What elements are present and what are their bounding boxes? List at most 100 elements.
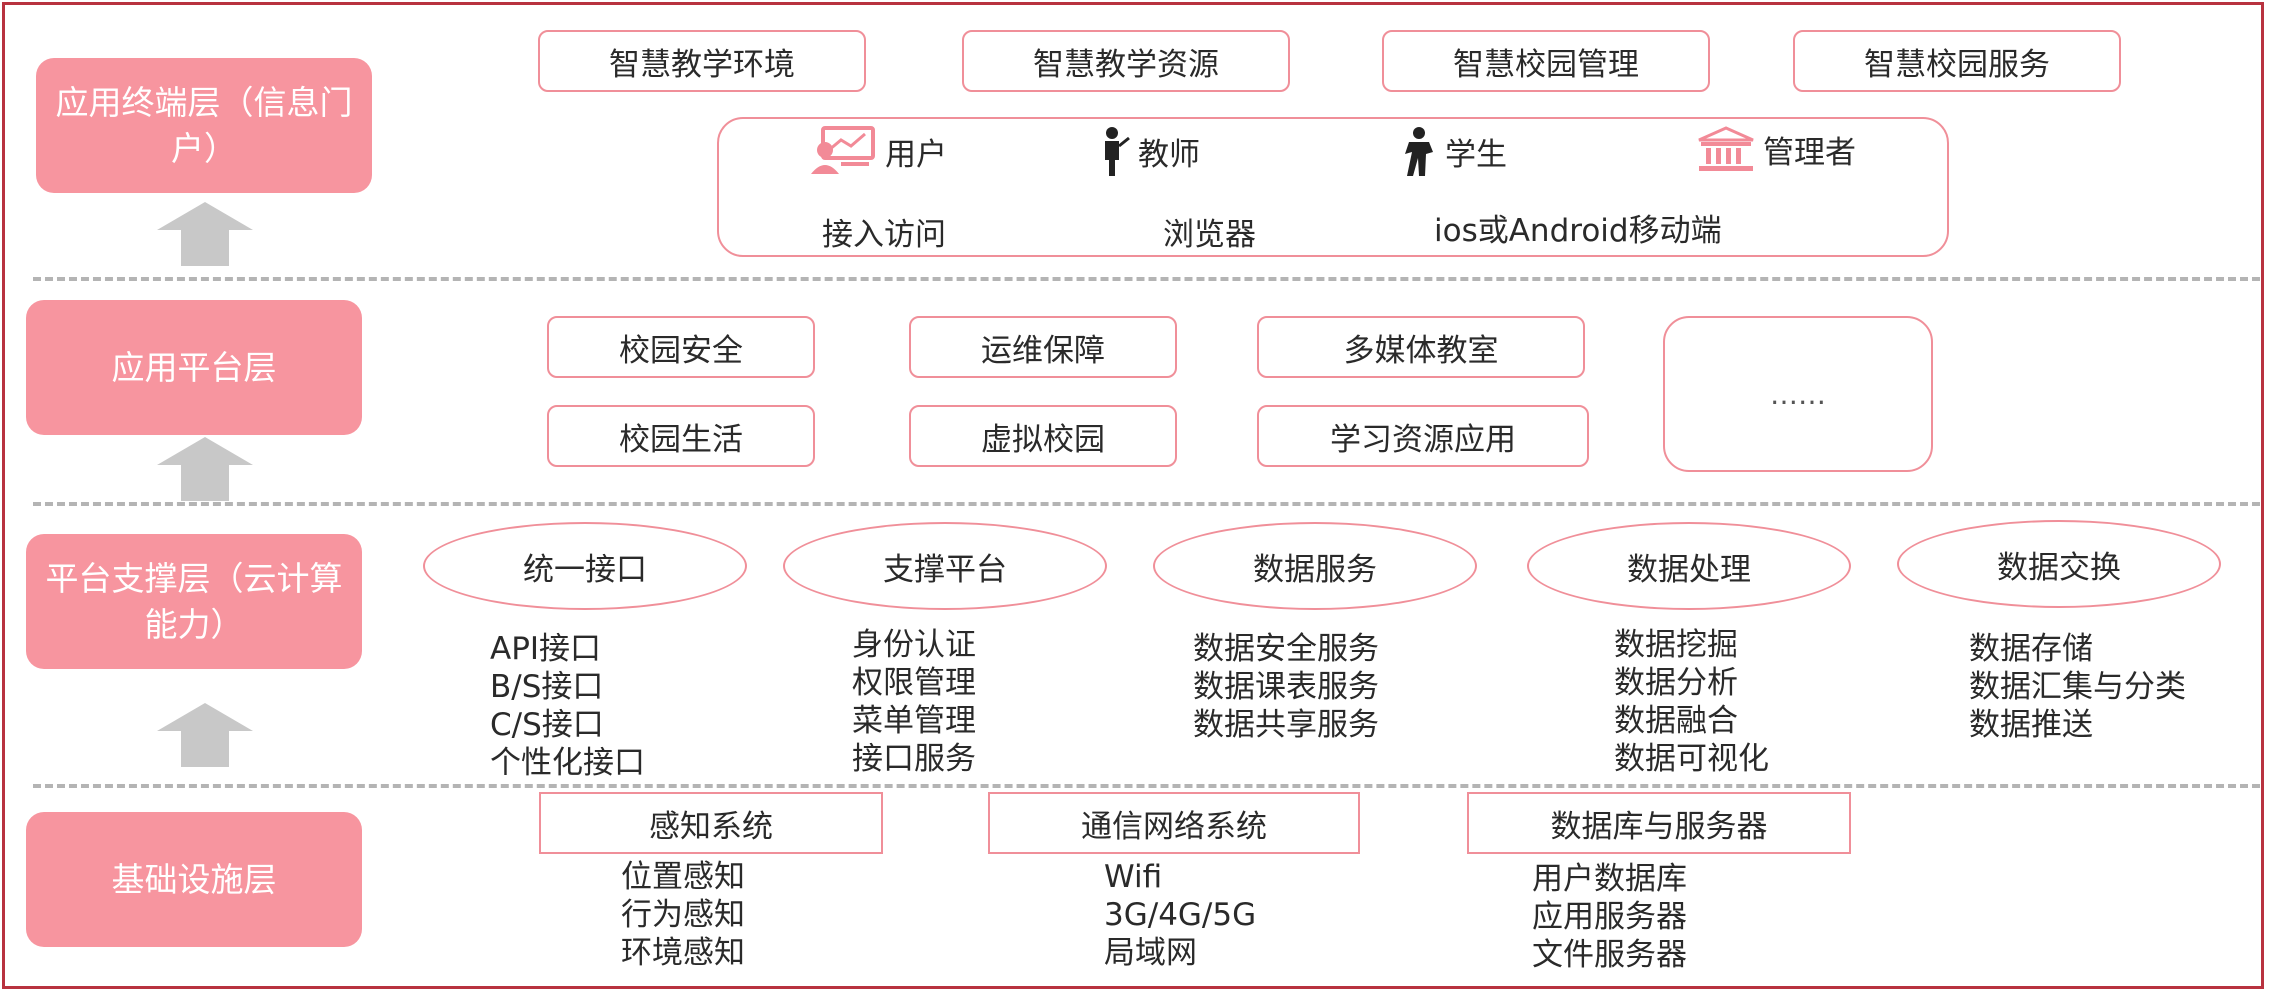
support-item: 数据汇集与分类: [1969, 669, 2186, 705]
support-item-list: 数据挖掘 数据分析 数据融合 数据可视化: [1614, 626, 1769, 778]
layer-platform: 应用平台层: [26, 300, 362, 435]
app-label: 校园生活: [619, 421, 743, 458]
app-box: 虚拟校园: [909, 405, 1177, 467]
support-title: 数据处理: [1627, 551, 1751, 588]
support-item: 数据推送: [1969, 707, 2093, 743]
more-apps-label: ……: [1770, 377, 1826, 411]
support-item-list: API接口 B/S接口 C/S接口 个性化接口: [490, 630, 645, 782]
role-label: 管理者: [1763, 134, 1856, 171]
up-arrow-icon: [157, 202, 253, 266]
infra-item: 行为感知: [621, 897, 745, 933]
support-ellipse: 支撑平台: [783, 522, 1107, 610]
support-item: 接口服务: [852, 741, 976, 777]
role-admin: 管理者: [1697, 126, 1856, 172]
support-item-list: 数据存储 数据汇集与分类 数据推送: [1969, 630, 2186, 744]
infra-title: 数据库与服务器: [1550, 808, 1768, 845]
role-label: 教师: [1138, 136, 1200, 173]
layer-support-label: 平台支撑层（云计算能力）: [45, 558, 343, 644]
support-item: 身份认证: [852, 627, 976, 663]
support-item: B/S接口: [490, 669, 604, 705]
app-label: 虚拟校园: [981, 421, 1105, 458]
app-label: 校园安全: [619, 332, 743, 369]
role-user: 用户: [811, 126, 947, 176]
layer-divider: [33, 277, 2260, 281]
infra-item: 位置感知: [621, 859, 745, 895]
support-item: 数据挖掘: [1614, 627, 1738, 663]
module-label: 智慧校园服务: [1864, 46, 2050, 83]
module-label: 智慧教学环境: [609, 46, 795, 83]
access-mobile: ios或Android移动端: [1434, 213, 1722, 249]
support-item-list: 身份认证 权限管理 菜单管理 接口服务: [852, 626, 976, 778]
role-teacher: 教师: [1100, 126, 1200, 176]
infra-item-list: 用户数据库 应用服务器 文件服务器: [1532, 860, 1687, 974]
support-item: 数据融合: [1614, 703, 1738, 739]
teacher-icon: [1105, 127, 1130, 176]
layer-infra-label: 基础设施层: [111, 859, 277, 899]
infra-box: 数据库与服务器: [1467, 792, 1851, 854]
module-box: 智慧校园管理: [1382, 30, 1710, 92]
layer-infra: 基础设施层: [26, 812, 362, 947]
layer-divider: [33, 784, 2260, 788]
infra-item-list: 位置感知 行为感知 环境感知: [621, 858, 745, 972]
support-title: 数据服务: [1253, 551, 1377, 588]
student-icon: [1405, 127, 1433, 176]
support-item: 个性化接口: [490, 745, 645, 781]
up-arrow-icon: [157, 703, 253, 767]
infra-box: 通信网络系统: [988, 792, 1360, 854]
support-item: API接口: [490, 631, 602, 667]
support-item: 数据分析: [1614, 665, 1738, 701]
role-label: 用户: [885, 136, 947, 173]
app-label: 运维保障: [981, 332, 1105, 369]
app-label: 多媒体教室: [1343, 332, 1499, 369]
module-box: 智慧教学环境: [538, 30, 866, 92]
support-title: 支撑平台: [883, 551, 1007, 588]
infra-item: Wifi: [1104, 859, 1163, 895]
role-student: 学生: [1401, 126, 1507, 176]
app-box: 校园生活: [547, 405, 815, 467]
infra-item: 环境感知: [621, 935, 745, 971]
support-item: C/S接口: [490, 707, 604, 743]
support-item: 数据课表服务: [1193, 669, 1379, 705]
support-title: 数据交换: [1997, 549, 2121, 586]
infra-title: 感知系统: [649, 808, 773, 845]
module-box: 智慧教学资源: [962, 30, 1290, 92]
infra-title: 通信网络系统: [1081, 808, 1267, 845]
app-box: 校园安全: [547, 316, 815, 378]
app-box: 运维保障: [909, 316, 1177, 378]
support-item: 数据可视化: [1614, 741, 1769, 777]
layer-terminal-label: 应用终端层（信息门户）: [55, 82, 353, 168]
support-item: 权限管理: [852, 665, 976, 701]
role-label: 学生: [1445, 136, 1507, 173]
access-browser: 浏览器: [1163, 217, 1256, 253]
support-ellipse: 数据服务: [1153, 522, 1477, 610]
support-item: 数据存储: [1969, 631, 2093, 667]
module-box: 智慧校园服务: [1793, 30, 2121, 92]
infra-item: 用户数据库: [1532, 861, 1687, 897]
infra-item: 局域网: [1104, 935, 1197, 971]
support-item: 数据共享服务: [1193, 707, 1379, 743]
more-apps-box: ……: [1663, 316, 1933, 472]
access-label: 接入访问: [822, 217, 946, 253]
infra-item: 3G/4G/5G: [1104, 897, 1257, 933]
layer-divider: [33, 502, 2260, 506]
support-item-list: 数据安全服务 数据课表服务 数据共享服务: [1193, 630, 1379, 744]
support-item: 菜单管理: [852, 703, 976, 739]
infra-item-list: Wifi 3G/4G/5G 局域网: [1104, 858, 1256, 972]
support-ellipse: 数据处理: [1527, 522, 1851, 610]
app-box: 多媒体教室: [1257, 316, 1585, 378]
support-title: 统一接口: [523, 551, 647, 588]
infra-item: 文件服务器: [1532, 937, 1687, 973]
support-item: 数据安全服务: [1193, 631, 1379, 667]
layer-platform-label: 应用平台层: [111, 347, 277, 387]
infra-item: 应用服务器: [1532, 899, 1687, 935]
app-box: 学习资源应用: [1257, 405, 1589, 467]
layer-support: 平台支撑层（云计算能力）: [26, 534, 362, 669]
building-icon: [1698, 126, 1754, 171]
up-arrow-icon: [157, 437, 253, 501]
app-label: 学习资源应用: [1330, 421, 1516, 458]
module-label: 智慧教学资源: [1033, 46, 1219, 83]
support-ellipse: 数据交换: [1897, 520, 2221, 608]
infra-box: 感知系统: [539, 792, 883, 854]
user-computer-icon: [811, 126, 875, 174]
